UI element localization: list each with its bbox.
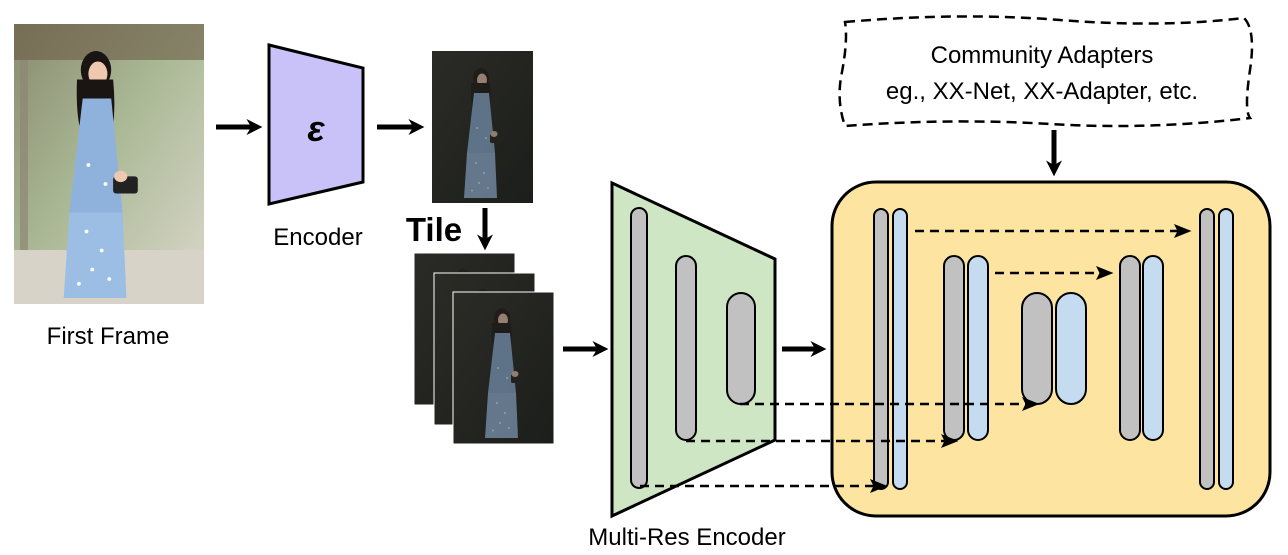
multi-res-encoder-block bbox=[610, 180, 777, 519]
encoder-block: ε bbox=[267, 43, 365, 206]
unet-blue-bar-mid bbox=[1055, 292, 1087, 405]
unet-blue-bar-l2 bbox=[967, 255, 989, 441]
adapters-line-2: eg., XX-Net, XX-Adapter, etc. bbox=[886, 78, 1198, 105]
unet-grey-bar-r1 bbox=[1199, 208, 1215, 490]
unet-blue-bar-r2 bbox=[1142, 255, 1164, 441]
unet-blue-bar-l1 bbox=[892, 208, 908, 490]
first-frame-image bbox=[14, 24, 204, 304]
encoder-symbol: ε bbox=[307, 108, 325, 149]
unet-grey-bar-mid bbox=[1021, 292, 1053, 405]
multi-res-encoder-label: Multi-Res Encoder bbox=[588, 524, 785, 551]
multires-bar-1 bbox=[630, 207, 648, 489]
unet-grey-bar-l2 bbox=[943, 255, 965, 441]
tile-label: Tile bbox=[406, 211, 462, 248]
unet-grey-bar-l1 bbox=[873, 208, 889, 490]
first-frame-label: First Frame bbox=[47, 323, 170, 350]
community-adapters-box: Community Adapters eg., XX-Net, XX-Adapt… bbox=[838, 15, 1254, 128]
unet-block bbox=[830, 180, 1272, 518]
tiled-latent-stack bbox=[413, 252, 555, 445]
latent-frame-image bbox=[432, 51, 533, 203]
unet-grey-bar-r2 bbox=[1119, 255, 1141, 441]
unet-blue-bar-r1 bbox=[1218, 208, 1234, 490]
encoder-label: Encoder bbox=[273, 224, 362, 251]
multires-bar-2 bbox=[675, 255, 697, 441]
adapters-line-1: Community Adapters bbox=[931, 42, 1154, 69]
multires-bar-3 bbox=[726, 292, 756, 405]
